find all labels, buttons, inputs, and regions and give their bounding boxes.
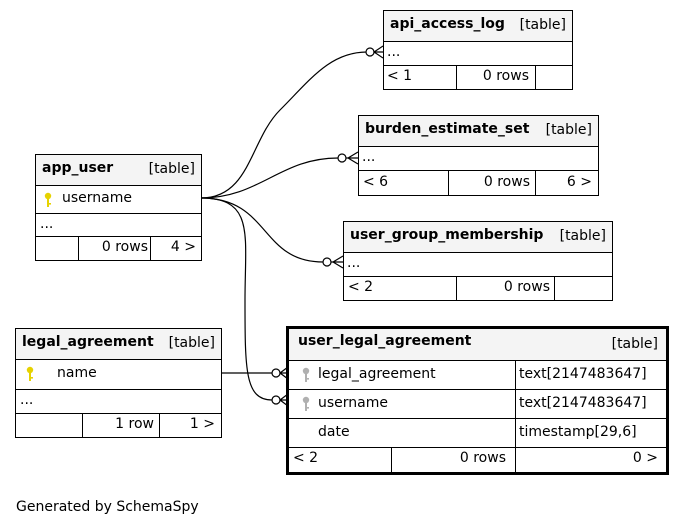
- table-footer: < 6 0 rows 6 >: [359, 170, 598, 195]
- foreign-key-icon: [302, 367, 310, 382]
- children-count: 0 >: [632, 450, 658, 466]
- table-name: user_legal_agreement: [298, 333, 472, 349]
- edge-app-user-user-group-membership: [200, 197, 324, 263]
- row-count: 0 rows: [459, 450, 506, 466]
- parents-count: < 6: [363, 174, 389, 190]
- foreign-key-icon: [302, 396, 310, 411]
- table-footer: < 1 0 rows: [384, 65, 572, 89]
- table-kind: [table]: [519, 17, 566, 33]
- column-row[interactable]: username: [36, 185, 201, 213]
- table-header: user_group_membership [table]: [344, 222, 612, 252]
- row-count: 0 rows: [483, 174, 530, 190]
- table-legal-agreement[interactable]: legal_agreement [table] name ... 1 row 1…: [15, 328, 222, 438]
- parents-count: < 1: [387, 68, 413, 84]
- column-row[interactable]: name: [16, 359, 221, 389]
- table-footer: < 2 0 rows: [344, 276, 612, 300]
- ellipsis: ...: [387, 44, 401, 60]
- ellipsis: ...: [40, 216, 54, 232]
- column-name: date: [318, 424, 350, 440]
- children-count: 6 >: [566, 174, 592, 190]
- row-count: 1 row: [115, 416, 154, 432]
- column-type: text[2147483647]: [519, 366, 647, 382]
- ellipsis-row: ...: [384, 41, 572, 65]
- table-name: app_user: [42, 160, 114, 176]
- edge-app-user-user-legal-agreement: [200, 197, 273, 401]
- table-name: user_group_membership: [350, 227, 544, 243]
- table-kind: [table]: [168, 335, 215, 351]
- table-name: api_access_log: [390, 16, 505, 32]
- row-count: 0 rows: [482, 68, 529, 84]
- column-name: legal_agreement: [318, 366, 436, 382]
- table-kind: [table]: [559, 228, 606, 244]
- table-footer: 0 rows 4 >: [36, 236, 201, 260]
- row-count: 0 rows: [503, 279, 550, 295]
- row-count: 0 rows: [101, 239, 148, 255]
- table-kind: [table]: [148, 161, 195, 177]
- children-count: 1 >: [189, 416, 215, 432]
- ellipsis-row: ...: [16, 389, 221, 413]
- table-api-access-log[interactable]: api_access_log [table] ... < 1 0 rows: [383, 10, 573, 90]
- parents-count: < 2: [293, 450, 319, 466]
- table-footer: 1 row 1 >: [16, 413, 221, 437]
- table-header: api_access_log [table]: [384, 11, 572, 41]
- ellipsis-row: ...: [344, 252, 612, 276]
- column-row[interactable]: legal_agreement text[2147483647]: [289, 360, 666, 389]
- table-app-user[interactable]: app_user [table] username ... 0 rows 4 >: [35, 154, 202, 261]
- table-header: legal_agreement [table]: [16, 329, 221, 359]
- ellipsis-row: ...: [36, 213, 201, 236]
- ellipsis-row: ...: [359, 146, 598, 170]
- table-header: app_user [table]: [36, 155, 201, 185]
- table-user-group-membership[interactable]: user_group_membership [table] ... < 2 0 …: [343, 221, 613, 301]
- edge-app-user-api-access-log: [200, 51, 368, 199]
- ellipsis: ...: [20, 392, 34, 408]
- table-user-legal-agreement[interactable]: user_legal_agreement [table] legal_agree…: [286, 326, 669, 475]
- table-name: burden_estimate_set: [365, 121, 530, 137]
- generated-by-note: Generated by SchemaSpy: [16, 499, 199, 515]
- children-count: 4 >: [170, 239, 196, 255]
- column-row[interactable]: username text[2147483647]: [289, 389, 666, 418]
- table-header: user_legal_agreement [table]: [289, 329, 666, 360]
- table-footer: < 2 0 rows 0 >: [289, 447, 666, 472]
- table-header: burden_estimate_set [table]: [359, 116, 598, 146]
- column-row[interactable]: date timestamp[29,6]: [289, 418, 666, 447]
- column-name: name: [57, 365, 97, 381]
- table-kind: [table]: [545, 122, 592, 138]
- column-type: timestamp[29,6]: [519, 424, 637, 440]
- column-name: username: [62, 190, 132, 206]
- edge-app-user-burden-estimate-set: [200, 157, 339, 199]
- parents-count: < 2: [348, 279, 374, 295]
- ellipsis: ...: [362, 149, 376, 165]
- primary-key-icon: [26, 366, 34, 381]
- primary-key-icon: [44, 192, 52, 207]
- column-name: username: [318, 395, 388, 411]
- table-burden-estimate-set[interactable]: burden_estimate_set [table] ... < 6 0 ro…: [358, 115, 599, 196]
- table-kind: [table]: [611, 336, 658, 352]
- table-name: legal_agreement: [22, 334, 154, 350]
- ellipsis: ...: [347, 255, 361, 271]
- column-type: text[2147483647]: [519, 395, 647, 411]
